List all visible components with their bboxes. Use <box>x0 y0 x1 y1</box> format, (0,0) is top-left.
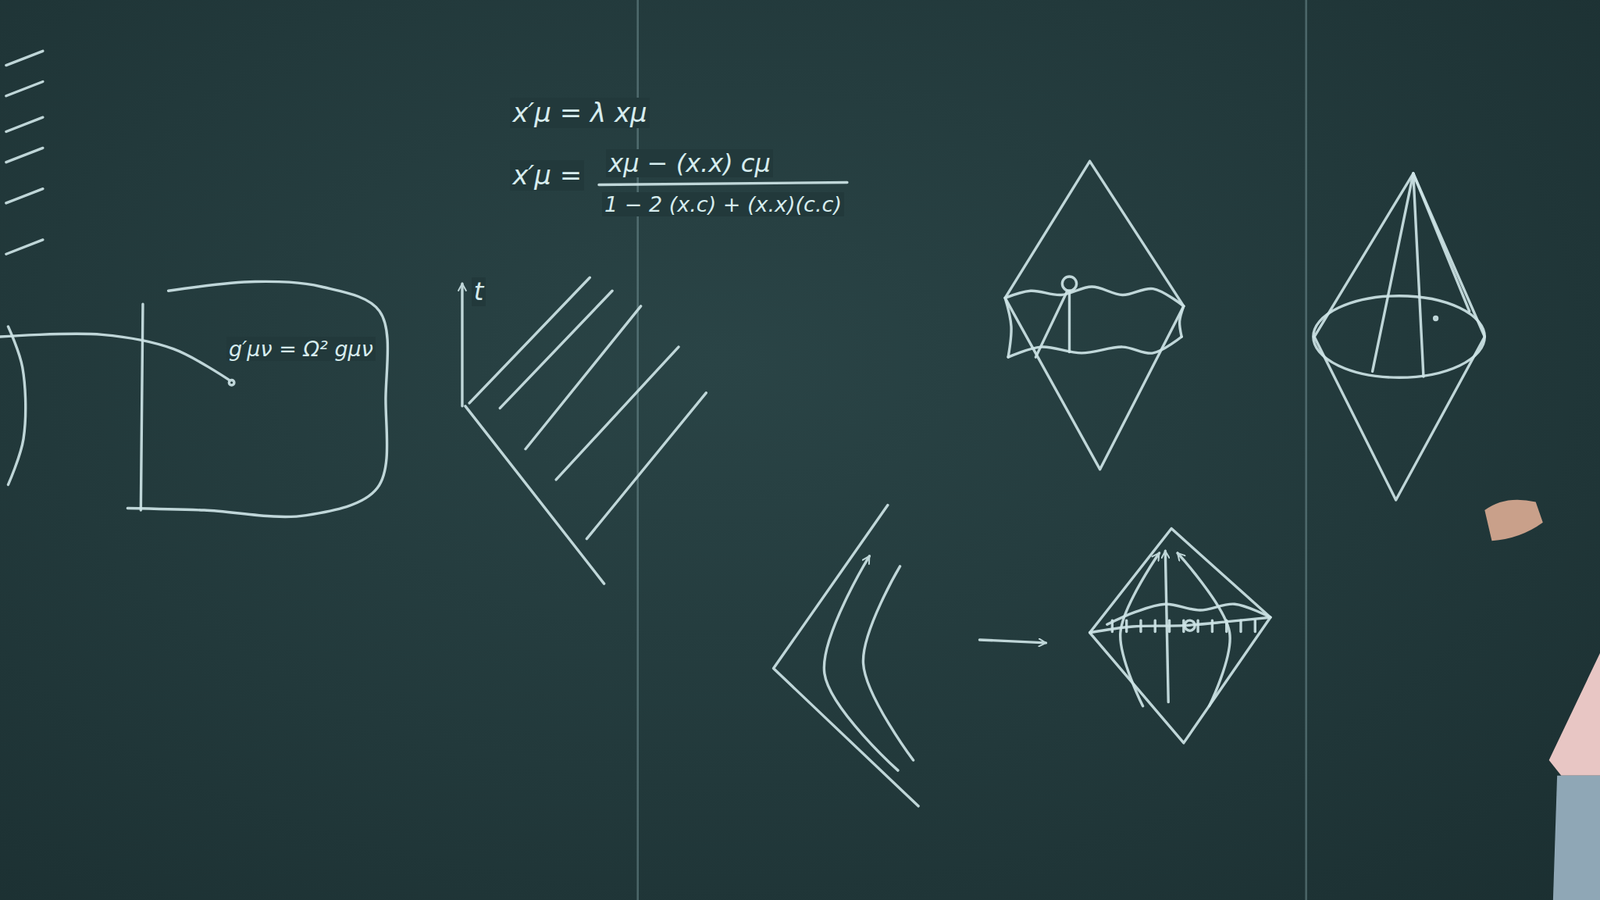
tick-mark <box>1125 620 1128 631</box>
hatch-mark <box>6 50 43 65</box>
axis-label: t <box>471 277 487 307</box>
hatch-mark <box>6 81 43 96</box>
time-axis <box>460 283 464 407</box>
hyperbola-orbit <box>862 566 913 760</box>
light-cone-edge <box>465 406 605 584</box>
lecturer-shirt <box>1549 652 1600 776</box>
causal-diamond <box>1004 160 1184 469</box>
null-line <box>555 346 679 480</box>
wavy-slice <box>1004 286 1184 307</box>
hatch-mark <box>6 239 43 254</box>
equation: g′μν = Ω² gμν <box>226 336 376 361</box>
slice-side <box>1004 297 1012 357</box>
point-marker <box>1184 620 1195 631</box>
cone-outline <box>1314 336 1485 500</box>
ray-line <box>1035 290 1068 357</box>
fraction-denominator: 1 − 2 (x.c) + (x.x)(c.c) <box>602 192 845 217</box>
rindler-wedge <box>773 505 920 806</box>
tick-mark <box>1139 620 1142 631</box>
lecturer-hand <box>1484 499 1543 542</box>
leader-curve <box>0 333 229 380</box>
tick-mark <box>1196 620 1199 631</box>
cone-ray <box>1413 173 1470 311</box>
wavy-slice <box>1008 336 1182 357</box>
bracket-curve <box>7 326 25 485</box>
tick-mark <box>1211 620 1214 631</box>
null-line <box>499 290 613 408</box>
map-arrow <box>979 639 1046 643</box>
hatch-mark <box>6 117 43 132</box>
cone-base <box>1313 295 1486 378</box>
box-edge <box>140 303 143 510</box>
slice-side <box>1179 306 1184 337</box>
tick-mark <box>1154 620 1157 631</box>
point-marker <box>1061 276 1077 291</box>
flow-line <box>1177 552 1230 706</box>
fraction-bar <box>598 182 848 186</box>
fraction-numerator: xμ − (x.x) cμ <box>605 149 774 179</box>
equation: x′μ = λ xμ <box>509 97 649 129</box>
tick-mark <box>1225 620 1228 631</box>
cone-ray <box>1372 173 1414 371</box>
leader-dot <box>228 380 235 386</box>
tick-mark <box>1111 620 1114 631</box>
null-line <box>469 277 590 403</box>
rounded-region <box>127 281 388 517</box>
board-seam <box>1304 0 1308 900</box>
lecturer-trousers <box>1553 775 1600 900</box>
tick-mark <box>1254 620 1257 631</box>
cone-outline <box>1314 173 1485 337</box>
tick-mark <box>1239 620 1242 631</box>
chalk-dot <box>1434 317 1438 321</box>
ray-line <box>1068 290 1071 352</box>
board-seam <box>636 0 639 900</box>
hatch-mark <box>6 147 43 162</box>
equation: x′μ = <box>509 160 585 191</box>
null-line <box>525 306 642 449</box>
null-line <box>586 392 706 539</box>
flow-line <box>1120 552 1160 706</box>
tick-mark <box>1168 620 1171 631</box>
cone-ray <box>1413 173 1424 377</box>
hatch-mark <box>6 188 43 204</box>
causal-diamond <box>1090 528 1271 743</box>
